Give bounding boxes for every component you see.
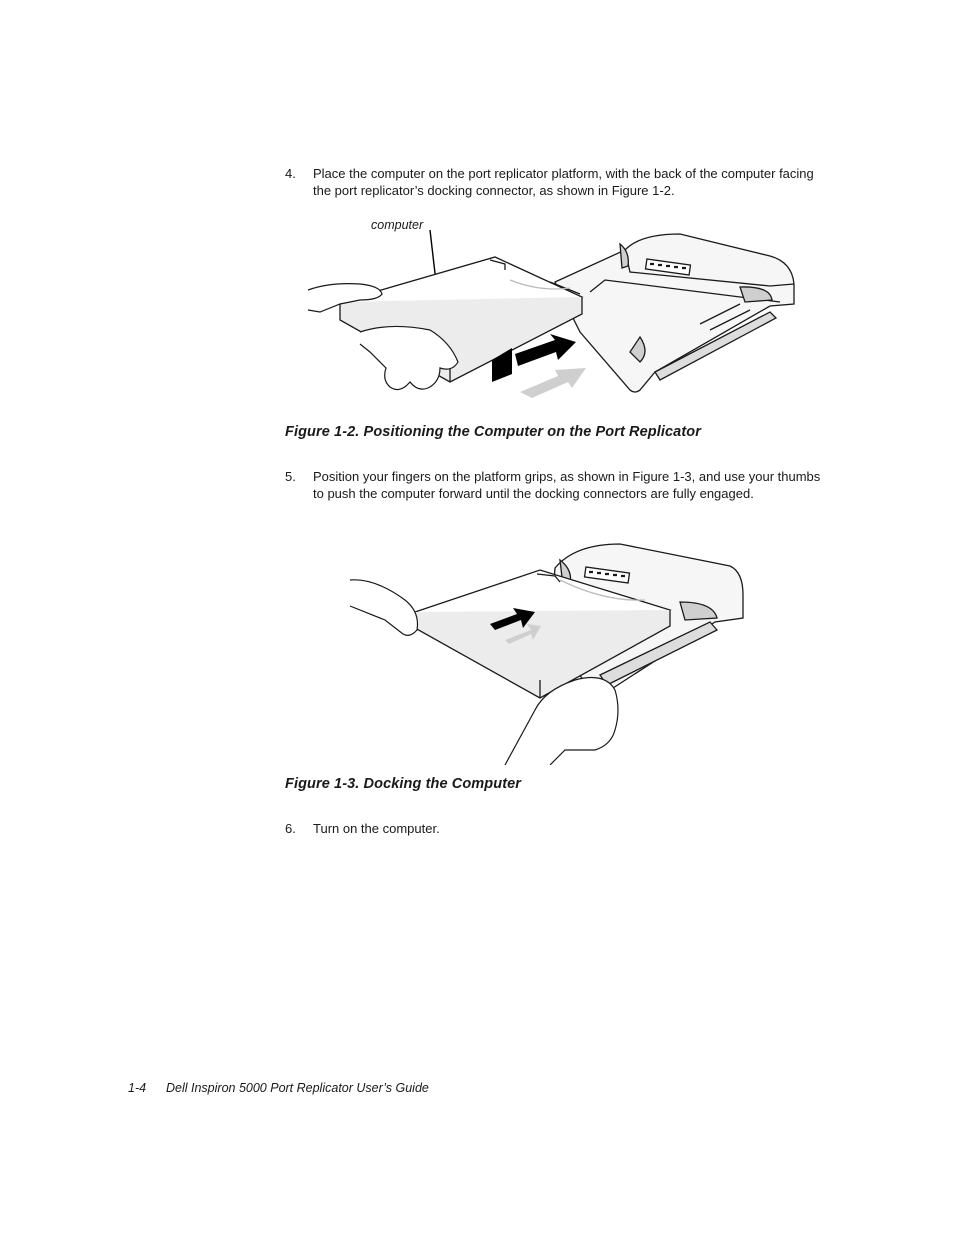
port-replicator-drawing [554,233,795,393]
figure-1-3-caption: Figure 1-3. Docking the Computer [285,776,522,792]
push-arrows-drawing [490,608,541,644]
figure-1-2-caption: Figure 1-2. Positioning the Computer on … [285,424,701,440]
hands-drawing [307,283,459,391]
step-text: Place the computer on the port replicato… [313,166,814,198]
footer-page-number: 1-4 [128,1081,147,1095]
step-number: 4. [285,166,296,181]
push-arrows-drawing [492,334,586,398]
hands-drawing [349,579,619,765]
figure-1-2-illustration: computer [307,218,795,398]
callout-leader-line [429,229,437,283]
computer-callout-label: computer [371,218,424,232]
step-6: 6. Turn on the computer. [285,820,825,838]
step-number: 5. [285,469,296,484]
step-number: 6. [285,821,296,836]
computer-drawing [413,569,672,699]
footer-title: Dell Inspiron 5000 Port Replicator User’… [166,1081,429,1095]
step-4: 4. Place the computer on the port replic… [285,165,825,201]
step-text: Turn on the computer. [313,821,440,836]
figure-1-3-illustration [349,543,744,765]
computer-drawing [338,256,584,383]
step-text: Position your fingers on the platform gr… [313,469,821,501]
step-5: 5. Position your fingers on the platform… [285,468,825,520]
